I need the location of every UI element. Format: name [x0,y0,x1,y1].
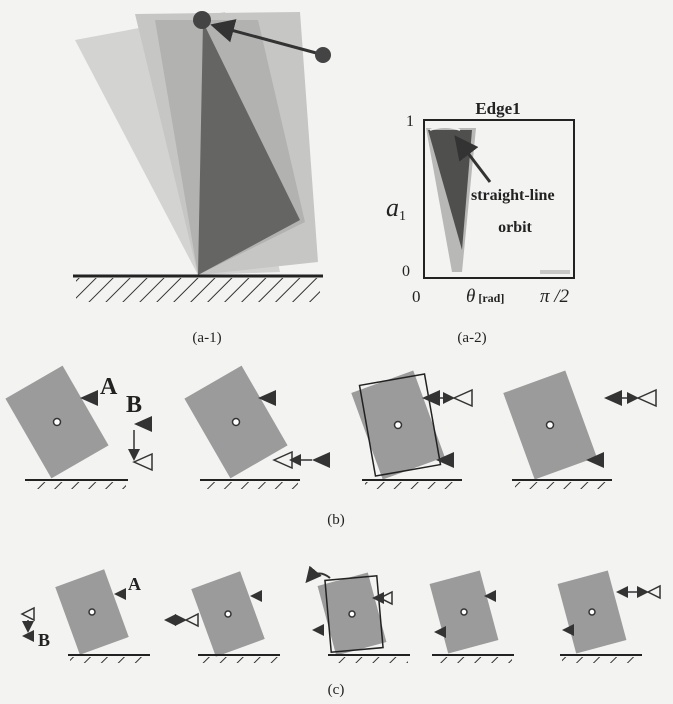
b-caption: (b) [327,512,345,528]
a2-annotation-line1: straight-line [471,187,555,204]
a2-y-tick-top: 1 [406,113,414,130]
block-center-mark [52,417,62,427]
c-caption: (c) [328,682,345,698]
label-a: A [128,574,141,594]
finger-a-filled [616,586,628,598]
finger-left-filled [312,624,324,636]
block-center-mark [88,608,96,616]
panel-a1: (a-1) [73,11,331,346]
ground-hatch [28,482,126,489]
a2-x-tick-left: 0 [412,287,421,306]
finger-b-outline [272,450,293,470]
rotation-arrow-icon [305,565,331,584]
a2-y-axis-letter: a [386,193,399,222]
c-frame-4 [429,570,514,663]
label-b: B [38,630,50,650]
finger-a-filled [372,592,384,604]
block-center-mark [393,420,403,430]
a2-plot-frame [423,119,575,279]
block-center-mark [460,608,468,616]
finger-a-outline [646,584,661,600]
finger-a-filled [114,588,126,600]
finger-a-filled [604,390,622,406]
ground-hatch [203,482,298,489]
a2-y-tick-bottom: 0 [402,263,410,280]
c-frame-1: B A [20,569,150,663]
finger-b-filled [436,452,454,468]
a2-y-axis-subscript: 1 [399,209,406,224]
a2-title: Edge1 [475,99,520,118]
a2-annotation-line2: orbit [498,219,532,236]
finger-b-filled [134,416,152,432]
a1-endpoint-top [193,11,211,29]
finger-b-filled [586,452,604,468]
block-center-mark [348,610,356,618]
finger-a-filled [422,390,440,406]
ground-hatch [330,657,408,663]
finger-a-outline [378,590,393,606]
a2-y-axis-label: a1 [386,193,406,224]
ground-hatch [434,657,512,663]
ground-hatch [200,657,278,663]
label-b: B [126,392,142,418]
c-frame-2 [164,571,280,663]
ground-hatch [365,482,460,489]
block-center-mark [545,420,555,430]
a1-caption: (a-1) [192,330,221,346]
finger-b-filled [312,452,330,468]
a2-caption: (a-2) [457,330,486,346]
ground-hatch [515,482,610,489]
block-outline [324,575,384,653]
ground-hatch [562,657,640,663]
a2-bottom-mark [540,270,570,274]
a2-x-axis-label: θ[rad] [466,286,504,307]
panel-b: A B [5,365,657,528]
triangle-dark [198,22,300,275]
finger-b-outline [132,452,153,472]
label-a: A [100,374,118,400]
finger-left-filled [562,624,574,636]
finger-a-outline [452,388,473,408]
finger-a-outline [636,388,657,408]
ground-hatch [70,657,148,663]
a2-annotation-arrow [454,135,492,183]
block-center-mark [588,608,596,616]
b-frame-2 [184,365,330,489]
b-frame-4 [503,370,657,489]
finger-left-filled [164,614,176,626]
a2-arc [429,126,461,131]
a2-x-axis-unit: [rad] [478,291,504,305]
a2-x-tick-right: π /2 [540,286,570,307]
finger-a-filled [250,590,262,602]
finger-a-filled [484,590,496,602]
a1-endpoint-right [315,47,331,63]
block-center-mark [224,610,232,618]
finger-a-filled [80,390,98,406]
a2-x-axis-theta: θ [466,286,475,307]
panel-c: B A [20,565,661,698]
c-frame-5 [557,570,661,663]
finger-a-filled [258,390,276,406]
a1-ground-hatch [76,278,320,302]
block-outline [358,373,442,477]
block-center-mark [231,417,241,427]
finger-left-filled [434,626,446,638]
finger-left-outline [184,612,199,628]
b-frame-3 [351,370,473,489]
c-frame-3 [305,565,410,663]
a1-arrow [210,19,321,56]
finger-b-outline [20,606,35,622]
panel-a2: Edge1 1 0 a1 0 θ[rad] π /2 straight-line… [386,99,575,346]
finger-b-filled [22,630,34,642]
b-frame-1: A B [5,365,153,489]
